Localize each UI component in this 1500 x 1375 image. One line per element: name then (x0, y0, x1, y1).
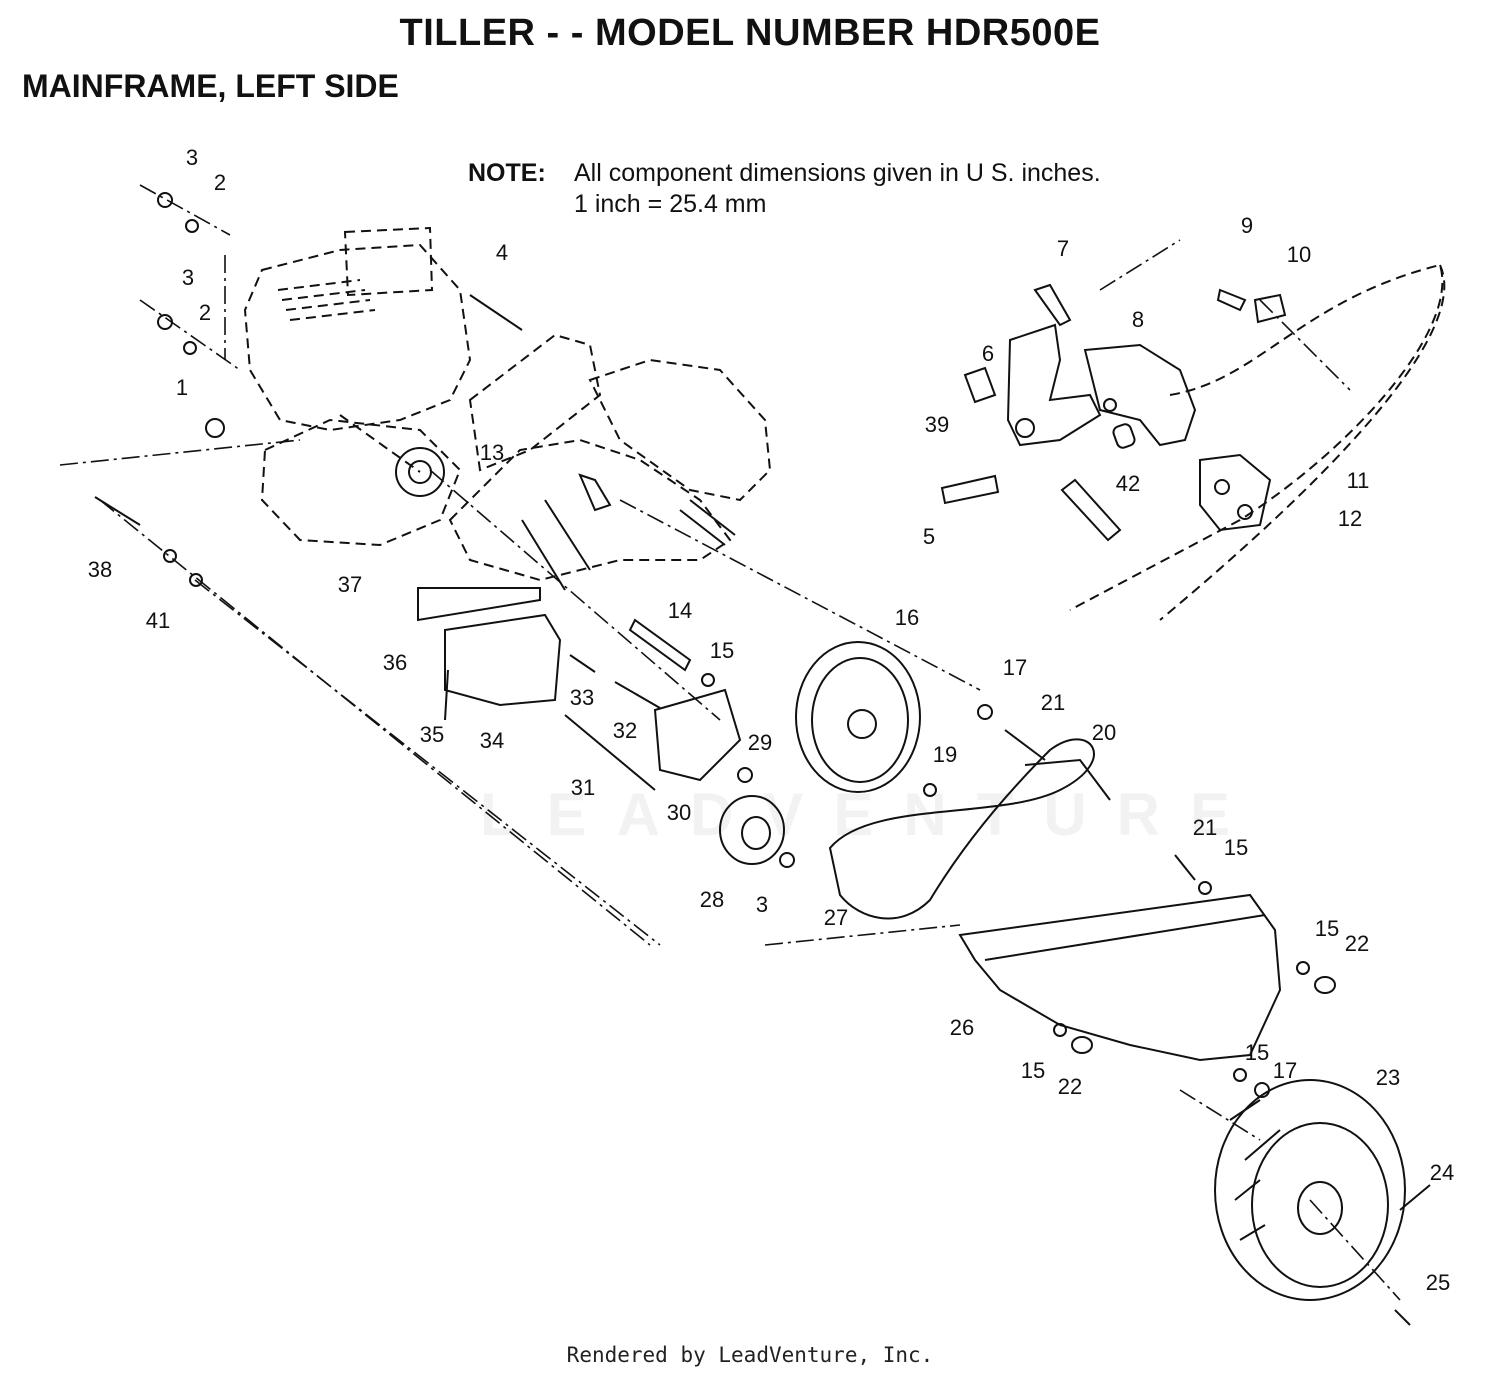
diagram-subtitle: MAINFRAME, LEFT SIDE (22, 68, 399, 104)
assembly-guide-lines (59, 184, 1401, 1301)
callout-27: 27 (824, 905, 848, 930)
hardware-right (923, 704, 1336, 1098)
callout-22: 22 (1345, 931, 1369, 956)
callout-16: 16 (895, 605, 919, 630)
callout-15: 15 (710, 638, 734, 663)
callout-13: 13 (480, 440, 504, 465)
callout-29: 29 (748, 730, 772, 755)
callout-30: 30 (667, 800, 691, 825)
note-label: NOTE: (468, 159, 546, 187)
callout-38: 38 (88, 557, 112, 582)
belt-cover-26 (958, 893, 1282, 1062)
callout-17: 17 (1273, 1058, 1297, 1083)
callout-41: 41 (146, 608, 170, 633)
callout-6: 6 (982, 341, 994, 366)
callout-32: 32 (613, 718, 637, 743)
callout-25: 25 (1426, 1270, 1450, 1295)
callout-15: 15 (1021, 1058, 1045, 1083)
callout-15: 15 (1245, 1040, 1269, 1065)
callout-5: 5 (923, 524, 935, 549)
idler-pulley-28 (719, 795, 785, 865)
callout-19: 19 (933, 742, 957, 767)
pulleys (719, 641, 921, 868)
callout-39: 39 (925, 412, 949, 437)
callout-26: 26 (950, 1015, 974, 1040)
callout-1: 1 (176, 375, 188, 400)
engine-assembly (243, 226, 472, 547)
mainframe (448, 333, 772, 591)
callout-3: 3 (756, 892, 768, 917)
callout-12: 12 (1338, 506, 1362, 531)
diagram-title: TILLER - - MODEL NUMBER HDR500E (399, 12, 1101, 54)
callout-11: 11 (1347, 468, 1370, 493)
hardware-left (94, 192, 753, 791)
callout-20: 20 (1092, 720, 1116, 745)
callout-2: 2 (199, 300, 211, 325)
callout-36: 36 (383, 650, 407, 675)
callout-21: 21 (1193, 815, 1217, 840)
callout-24: 24 (1430, 1160, 1454, 1185)
callout-15: 15 (1315, 916, 1339, 941)
dimension-note: NOTE: All component dimensions given in U… (468, 158, 1101, 220)
callout-22: 22 (1058, 1074, 1082, 1099)
callout-42: 42 (1116, 471, 1140, 496)
render-credit: Rendered by LeadVenture, Inc. (566, 1343, 934, 1367)
callout-17: 17 (1003, 655, 1027, 680)
callout-3: 3 (182, 265, 194, 290)
tine-pulley-16 (795, 641, 921, 793)
callout-31: 31 (571, 775, 595, 800)
callout-23: 23 (1376, 1065, 1400, 1090)
callout-37: 37 (338, 572, 362, 597)
callout-10: 10 (1287, 242, 1311, 267)
callout-21: 21 (1041, 690, 1065, 715)
callout-35: 35 (420, 722, 444, 747)
callout-9: 9 (1241, 213, 1253, 238)
drive-belt-27 (828, 738, 1095, 920)
callout-2: 2 (214, 170, 226, 195)
callout-33: 33 (570, 685, 594, 710)
wheel-23 (1214, 1079, 1431, 1326)
depth-bar-bracket-assembly (940, 263, 1446, 621)
callout-34: 34 (480, 728, 504, 753)
engine-pulley-37 (395, 447, 445, 497)
callout-28: 28 (700, 887, 724, 912)
note-line-2: 1 inch = 25.4 mm (574, 190, 767, 218)
note-line-1: All component dimensions given in U S. i… (574, 159, 1101, 187)
callout-15: 15 (1224, 835, 1248, 860)
callout-4: 4 (496, 240, 508, 265)
callout-7: 7 (1057, 236, 1069, 261)
callout-14: 14 (668, 598, 692, 623)
callout-8: 8 (1132, 307, 1144, 332)
callout-3: 3 (186, 145, 198, 170)
